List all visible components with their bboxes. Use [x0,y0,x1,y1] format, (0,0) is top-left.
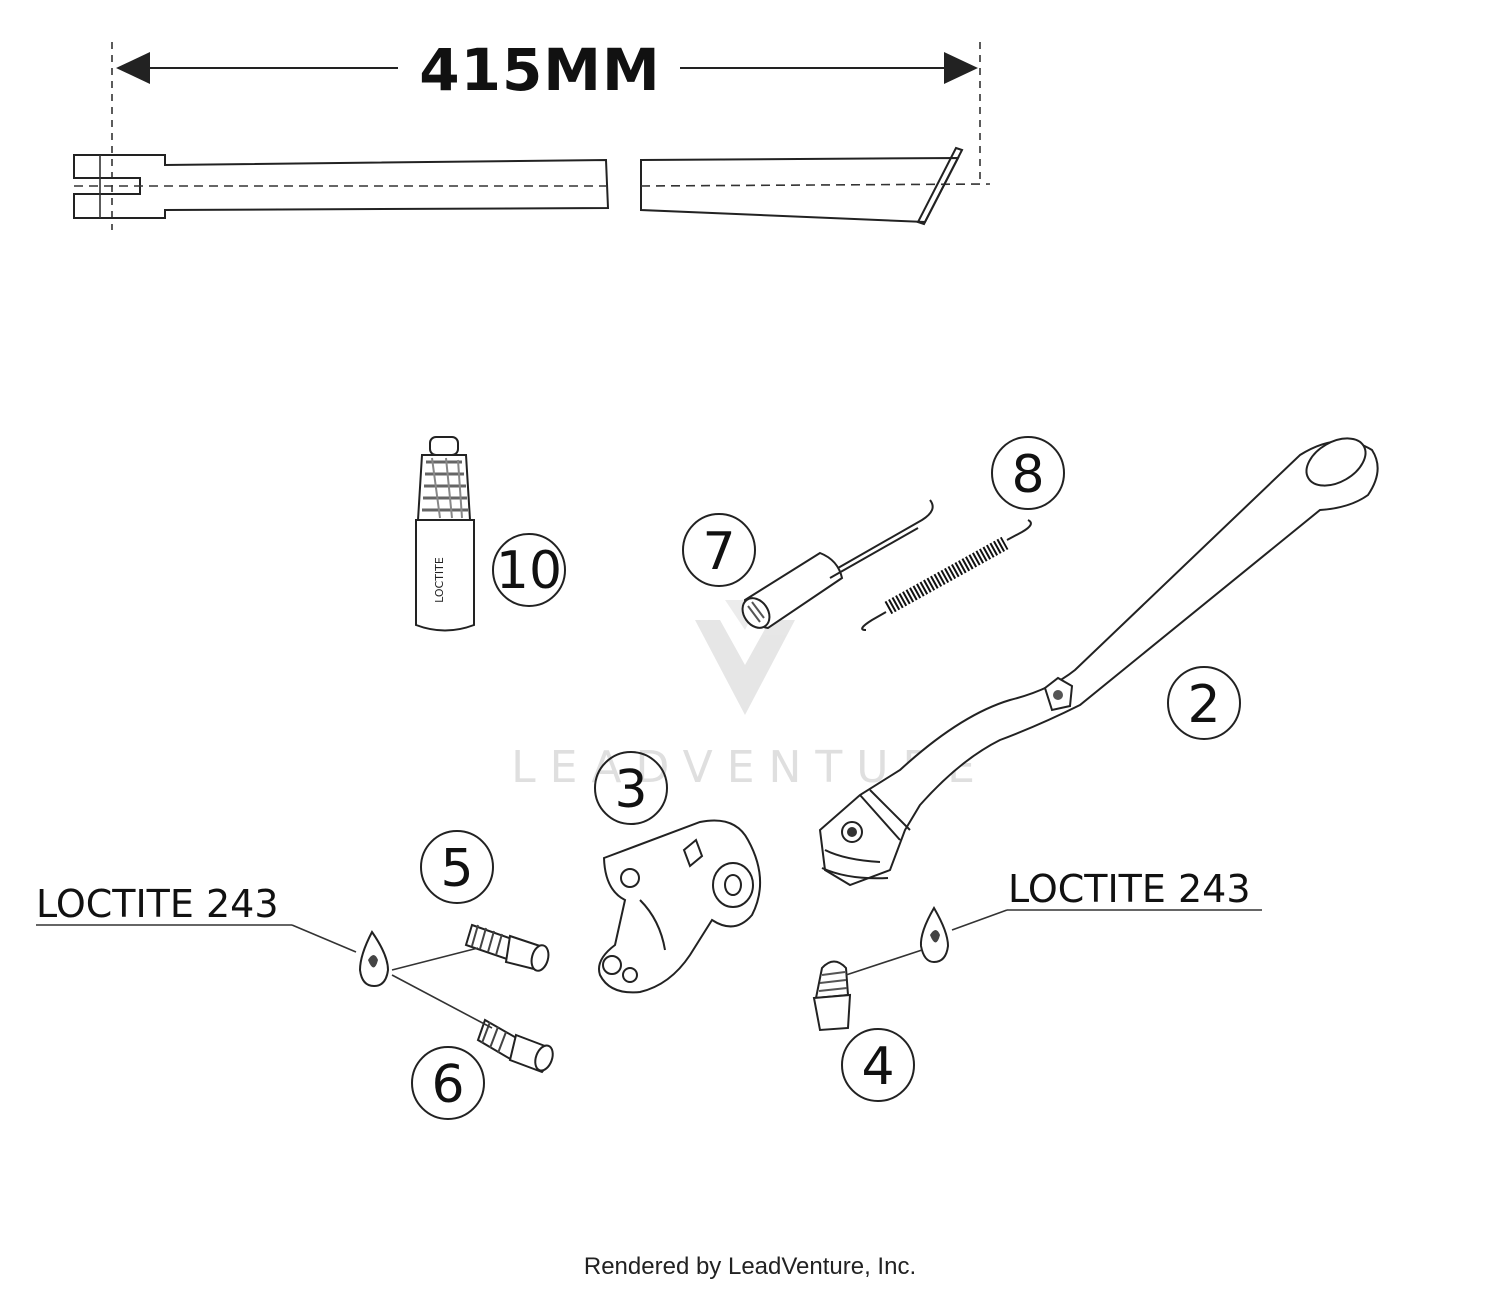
svg-text:10: 10 [496,541,562,601]
loctite-drop-right [919,906,950,964]
bolt-part-5 [464,923,550,972]
stud-part-4 [812,960,852,1032]
svg-text:3: 3 [614,760,647,820]
callout-4: 4 [841,1028,915,1102]
spring-part-8 [861,519,1032,631]
loctite-bottle: LOCTITE [415,436,475,632]
spring-part-7 [741,499,934,630]
callout-6: 6 [411,1046,485,1120]
svg-text:5: 5 [440,839,473,899]
loctite-drop-left [358,930,390,988]
dimension-drawing: 415MM [73,36,991,230]
callout-2: 2 [1167,666,1241,740]
callout-3: 3 [594,751,668,825]
svg-text:2: 2 [1187,675,1220,735]
callout-10: 10 [492,533,566,607]
arrow-right-icon [944,52,978,84]
bolt-part-6 [476,1018,554,1074]
arrow-left-icon [116,52,150,84]
svg-text:8: 8 [1011,445,1044,505]
side-stand-part-2 [818,437,1379,887]
callout-5: 5 [420,830,494,904]
bottle-label: LOCTITE [433,557,446,603]
dimension-label: 415MM [419,36,661,104]
loctite-note-left: LOCTITE 243 [36,882,279,926]
svg-text:4: 4 [861,1037,894,1097]
bracket-part-3 [598,819,762,994]
callout-8: 8 [991,436,1065,510]
svg-text:7: 7 [702,522,735,582]
loctite-note-right: LOCTITE 243 [1008,867,1251,911]
callout-7: 7 [682,513,756,587]
svg-text:6: 6 [431,1055,464,1115]
footer-credit: Rendered by LeadVenture, Inc. [584,1253,916,1280]
leader-lines [36,909,1262,1029]
